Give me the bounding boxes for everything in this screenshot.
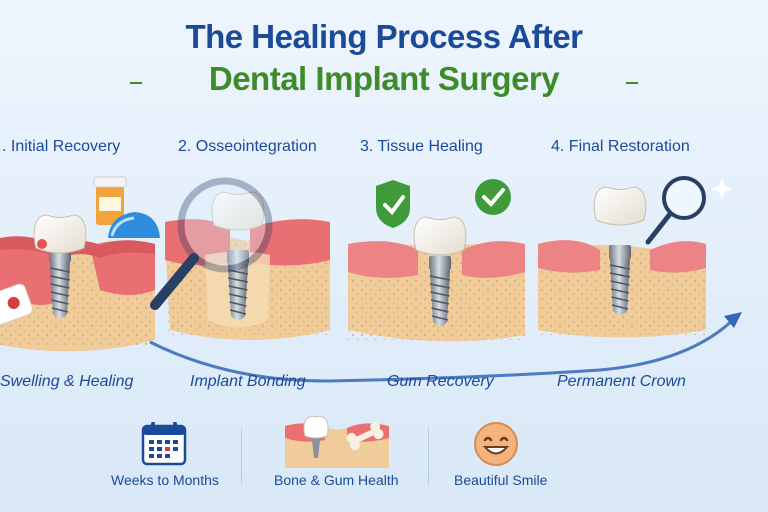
calendar-icon [141,422,187,466]
footer-divider [241,428,242,484]
step-1-caption: Swelling & Healing [0,373,134,390]
implant-bone-icon [285,415,389,468]
title-line-1: The Healing Process After [185,18,583,55]
panel-1 [0,176,160,352]
step-2-caption: Implant Bonding [190,373,306,390]
title-rule-left [130,82,142,84]
step-3-title: 3. Tissue Healing [360,138,483,155]
step-4-title: 4. Final Restoration [551,138,690,155]
title-rule-right [626,82,638,84]
step-4-caption: Permanent Crown [557,373,686,390]
progress-arrow [149,316,737,383]
footer-divider [428,428,429,484]
panel-3 [348,179,525,342]
footer-label-smile: Beautiful Smile [454,472,548,488]
panel-4 [538,176,733,338]
healing-stages-illustration [0,176,742,383]
panel-2 [150,177,330,340]
footer-label-time: Weeks to Months [111,472,219,488]
step-2-title: 2. Osseointegration [178,138,317,155]
footer-label-health: Bone & Gum Health [274,472,399,488]
smiley-icon [474,422,518,466]
progress-arrow-head [724,312,742,328]
step-1-title: . Initial Recovery [2,138,121,155]
title-line-2: Dental Implant Surgery [208,60,560,97]
step-3-caption: Gum Recovery [387,373,494,390]
